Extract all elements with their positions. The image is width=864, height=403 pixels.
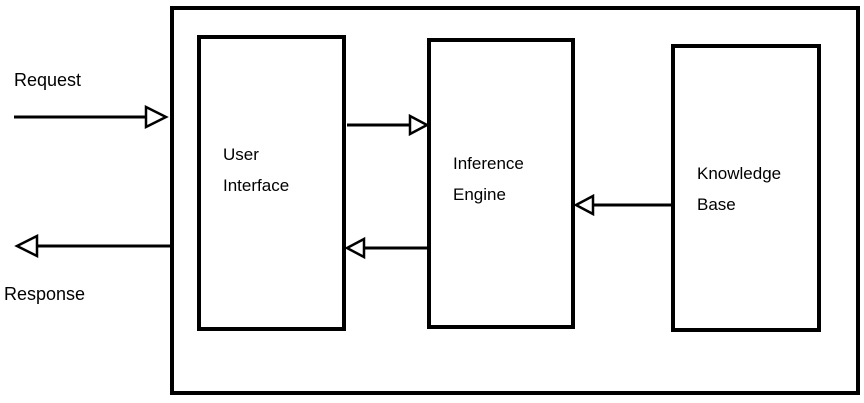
knowledge-base-label: Knowledge Base [697, 164, 782, 215]
response-arrow-icon [14, 233, 170, 259]
knowledge-base-box: Knowledge Base [671, 44, 821, 332]
request-arrow-icon [14, 104, 169, 130]
response-label: Response [4, 284, 86, 304]
user-interface-box: User Interface [197, 35, 346, 331]
request-label: Request [14, 70, 82, 90]
inference-engine-label: Inference Engine [453, 154, 524, 205]
user-interface-label: User Interface [223, 145, 290, 196]
inference-engine-box: Inference Engine [427, 38, 575, 329]
